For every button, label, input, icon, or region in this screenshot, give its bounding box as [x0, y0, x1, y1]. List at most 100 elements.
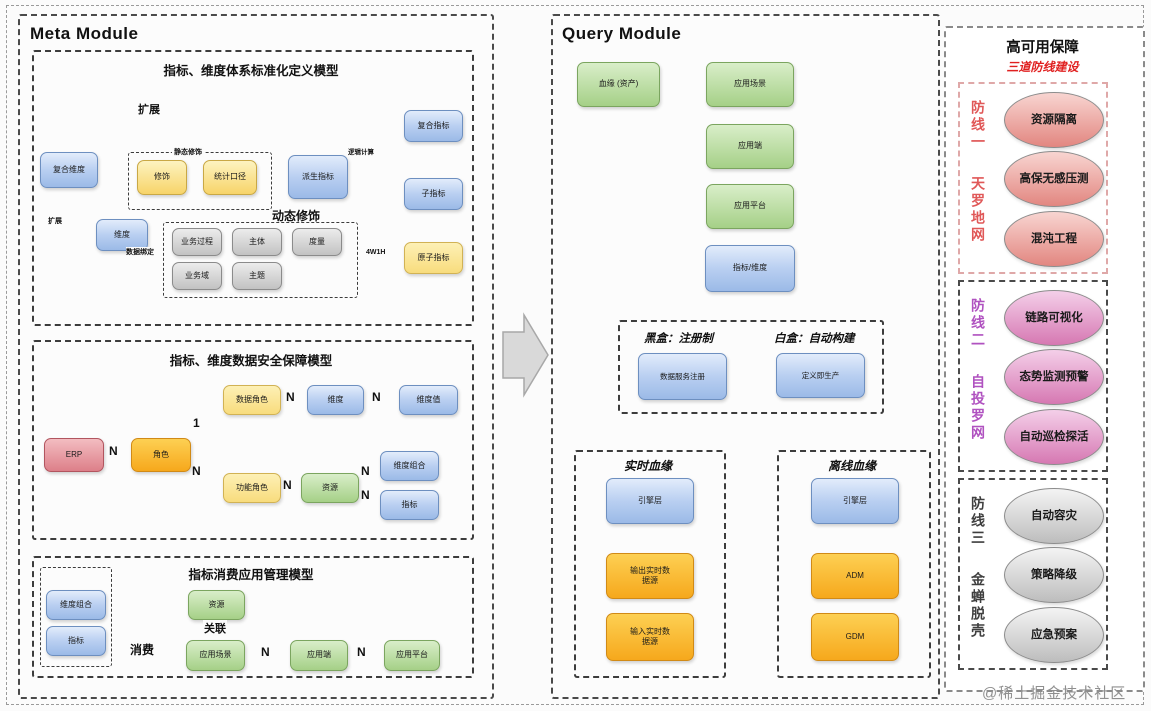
- ellipse-situation-monitoring: 态势监测预警: [1004, 349, 1104, 405]
- defense-group-1: 防线一 天罗地网 资源隔离 高保无感压测 混沌工程: [958, 82, 1108, 274]
- node-theme: 主题: [232, 262, 282, 290]
- dynamic-modifier-label: 动态修饰: [272, 209, 321, 223]
- static-modifier-group-label: 静态修饰: [172, 147, 204, 157]
- ellipse-pressure-test: 高保无感压测: [1004, 151, 1104, 207]
- node-role: 角色: [131, 438, 191, 472]
- extend-label-top: 扩展: [138, 104, 160, 116]
- query-module-title: Query Module: [562, 24, 682, 43]
- node-lineage-asset: 血缘 (资产): [577, 62, 660, 107]
- watermark: @稀土掘金技术社区: [982, 685, 1127, 702]
- defense-group-3: 防线三 金蝉脱壳 自动容灾 策略降级 应急预案: [958, 478, 1108, 670]
- meta-module-title: Meta Module: [30, 24, 139, 43]
- node-atomic-metric: 原子指标: [404, 242, 463, 274]
- realtime-lineage-group: [574, 450, 726, 678]
- section3-title: 指标消费应用管理模型: [188, 568, 314, 582]
- ellipse-strategy-downgrade: 策略降级: [1004, 547, 1104, 603]
- node-modifier: 修饰: [137, 160, 187, 195]
- node-dimension-value: 维度值: [399, 385, 458, 415]
- node-metric-s3: 指标: [46, 626, 106, 656]
- node-erp: ERP: [44, 438, 104, 472]
- assets-group: [40, 567, 112, 667]
- node-composite-dimension: 复合维度: [40, 152, 98, 188]
- ellipse-resource-isolation: 资源隔离: [1004, 92, 1104, 148]
- node-subject: 主体: [232, 228, 282, 256]
- consume-label: 消费: [130, 641, 155, 658]
- node-engine-layer-rt: 引擎层: [606, 478, 694, 524]
- relate-label: 关联: [203, 620, 227, 636]
- node-output-realtime-source-label: 输出实时数据源: [630, 565, 670, 585]
- atomic-attrs-group: [163, 222, 358, 298]
- node-composite-metric: 复合指标: [404, 110, 463, 142]
- node-app-scene-s3: 应用场景: [186, 640, 245, 671]
- ellipse-chaos-engineering: 混沌工程: [1004, 211, 1104, 267]
- node-adm: ADM: [811, 553, 899, 599]
- one-label: 1: [193, 416, 200, 430]
- node-resource-s3: 资源: [188, 590, 245, 620]
- node-business-process: 业务过程: [172, 228, 222, 256]
- ellipse-emergency-plan: 应急预案: [1004, 607, 1104, 663]
- n-label-dimcombo: N: [361, 464, 370, 478]
- whitebox-title: 白盒：自动构建: [774, 333, 855, 345]
- node-dimension-combo-s3: 维度组合: [46, 590, 106, 620]
- box-registry-group: [618, 320, 884, 414]
- n-label-erp-role: N: [109, 444, 118, 458]
- node-app-terminal-s3: 应用端: [290, 640, 348, 671]
- realtime-lineage-title: 实时血缘: [623, 459, 672, 473]
- defense2-line-label: 防线二: [970, 298, 986, 349]
- n-label-platform: N: [357, 645, 366, 659]
- ha-subtitle: 三道防线建设: [1006, 60, 1079, 74]
- node-app-scene-q: 应用场景: [706, 62, 794, 107]
- data-bind-label: 数据绑定: [126, 247, 154, 257]
- defense3-name-label: 金蝉脱壳: [970, 572, 986, 640]
- node-dimension-combo-s2: 维度组合: [380, 451, 439, 481]
- n-label-resource: N: [283, 478, 292, 492]
- node-sub-metric: 子指标: [404, 178, 463, 210]
- node-define-as-production: 定义即生产: [776, 353, 865, 398]
- defense1-name-label: 天罗地网: [970, 176, 986, 244]
- ellipse-link-visualization: 链路可视化: [1004, 290, 1104, 346]
- defense1-line-label: 防线一: [970, 100, 986, 151]
- node-gdm: GDM: [811, 613, 899, 661]
- n-label-func: N: [192, 464, 201, 478]
- node-app-platform-s3: 应用平台: [384, 640, 440, 671]
- node-derived-metric: 派生指标: [288, 155, 348, 199]
- ellipse-auto-inspection: 自动巡检探活: [1004, 409, 1104, 465]
- n-label-terminal: N: [261, 645, 270, 659]
- node-app-terminal-q: 应用端: [706, 124, 794, 169]
- node-input-realtime-source: 输入实时数据源: [606, 613, 694, 661]
- n-label-dim: N: [286, 390, 295, 404]
- node-dimension-s2: 维度: [307, 385, 364, 415]
- w4h1-label: 4W1H: [366, 249, 386, 256]
- blackbox-title: 黑盒：注册制: [644, 333, 713, 345]
- extend-label-left: 扩展: [48, 218, 62, 225]
- node-measure: 度量: [292, 228, 342, 256]
- defense3-line-label: 防线三: [970, 496, 986, 547]
- defense-group-2: 防线二 自投罗网 链路可视化 态势监测预警 自动巡检探活: [958, 280, 1108, 472]
- node-data-role: 数据角色: [223, 385, 281, 415]
- ha-title: 高可用保障: [1006, 40, 1079, 56]
- node-statistical-caliber: 统计口径: [203, 160, 257, 195]
- section1-title: 指标、维度体系标准化定义模型: [163, 64, 339, 78]
- logic-calc-label: 逻辑计算: [348, 149, 374, 156]
- node-business-domain: 业务域: [172, 262, 222, 290]
- ellipse-auto-disaster-recovery: 自动容灾: [1004, 488, 1104, 544]
- n-label-dimvalue: N: [372, 390, 381, 404]
- node-resource-s2: 资源: [301, 473, 359, 503]
- offline-lineage-group: [777, 450, 931, 678]
- node-engine-layer-off: 引擎层: [811, 478, 899, 524]
- node-metric-s2: 指标: [380, 490, 439, 520]
- section-data-security: [32, 340, 474, 540]
- n-label-metric: N: [361, 488, 370, 502]
- node-output-realtime-source: 输出实时数据源: [606, 553, 694, 599]
- node-function-role: 功能角色: [223, 473, 281, 503]
- section-consumption: [32, 556, 474, 678]
- section2-title: 指标、维度数据安全保障模型: [169, 354, 333, 368]
- node-dimension: 维度: [96, 219, 148, 251]
- section-standard-definition: [32, 50, 474, 326]
- node-input-realtime-source-label: 输入实时数据源: [630, 626, 670, 646]
- node-app-platform-q: 应用平台: [706, 184, 794, 229]
- defense2-name-label: 自投罗网: [970, 374, 986, 442]
- offline-lineage-title: 离线血缘: [827, 459, 876, 473]
- node-data-service-register: 数据服务注册: [638, 353, 727, 400]
